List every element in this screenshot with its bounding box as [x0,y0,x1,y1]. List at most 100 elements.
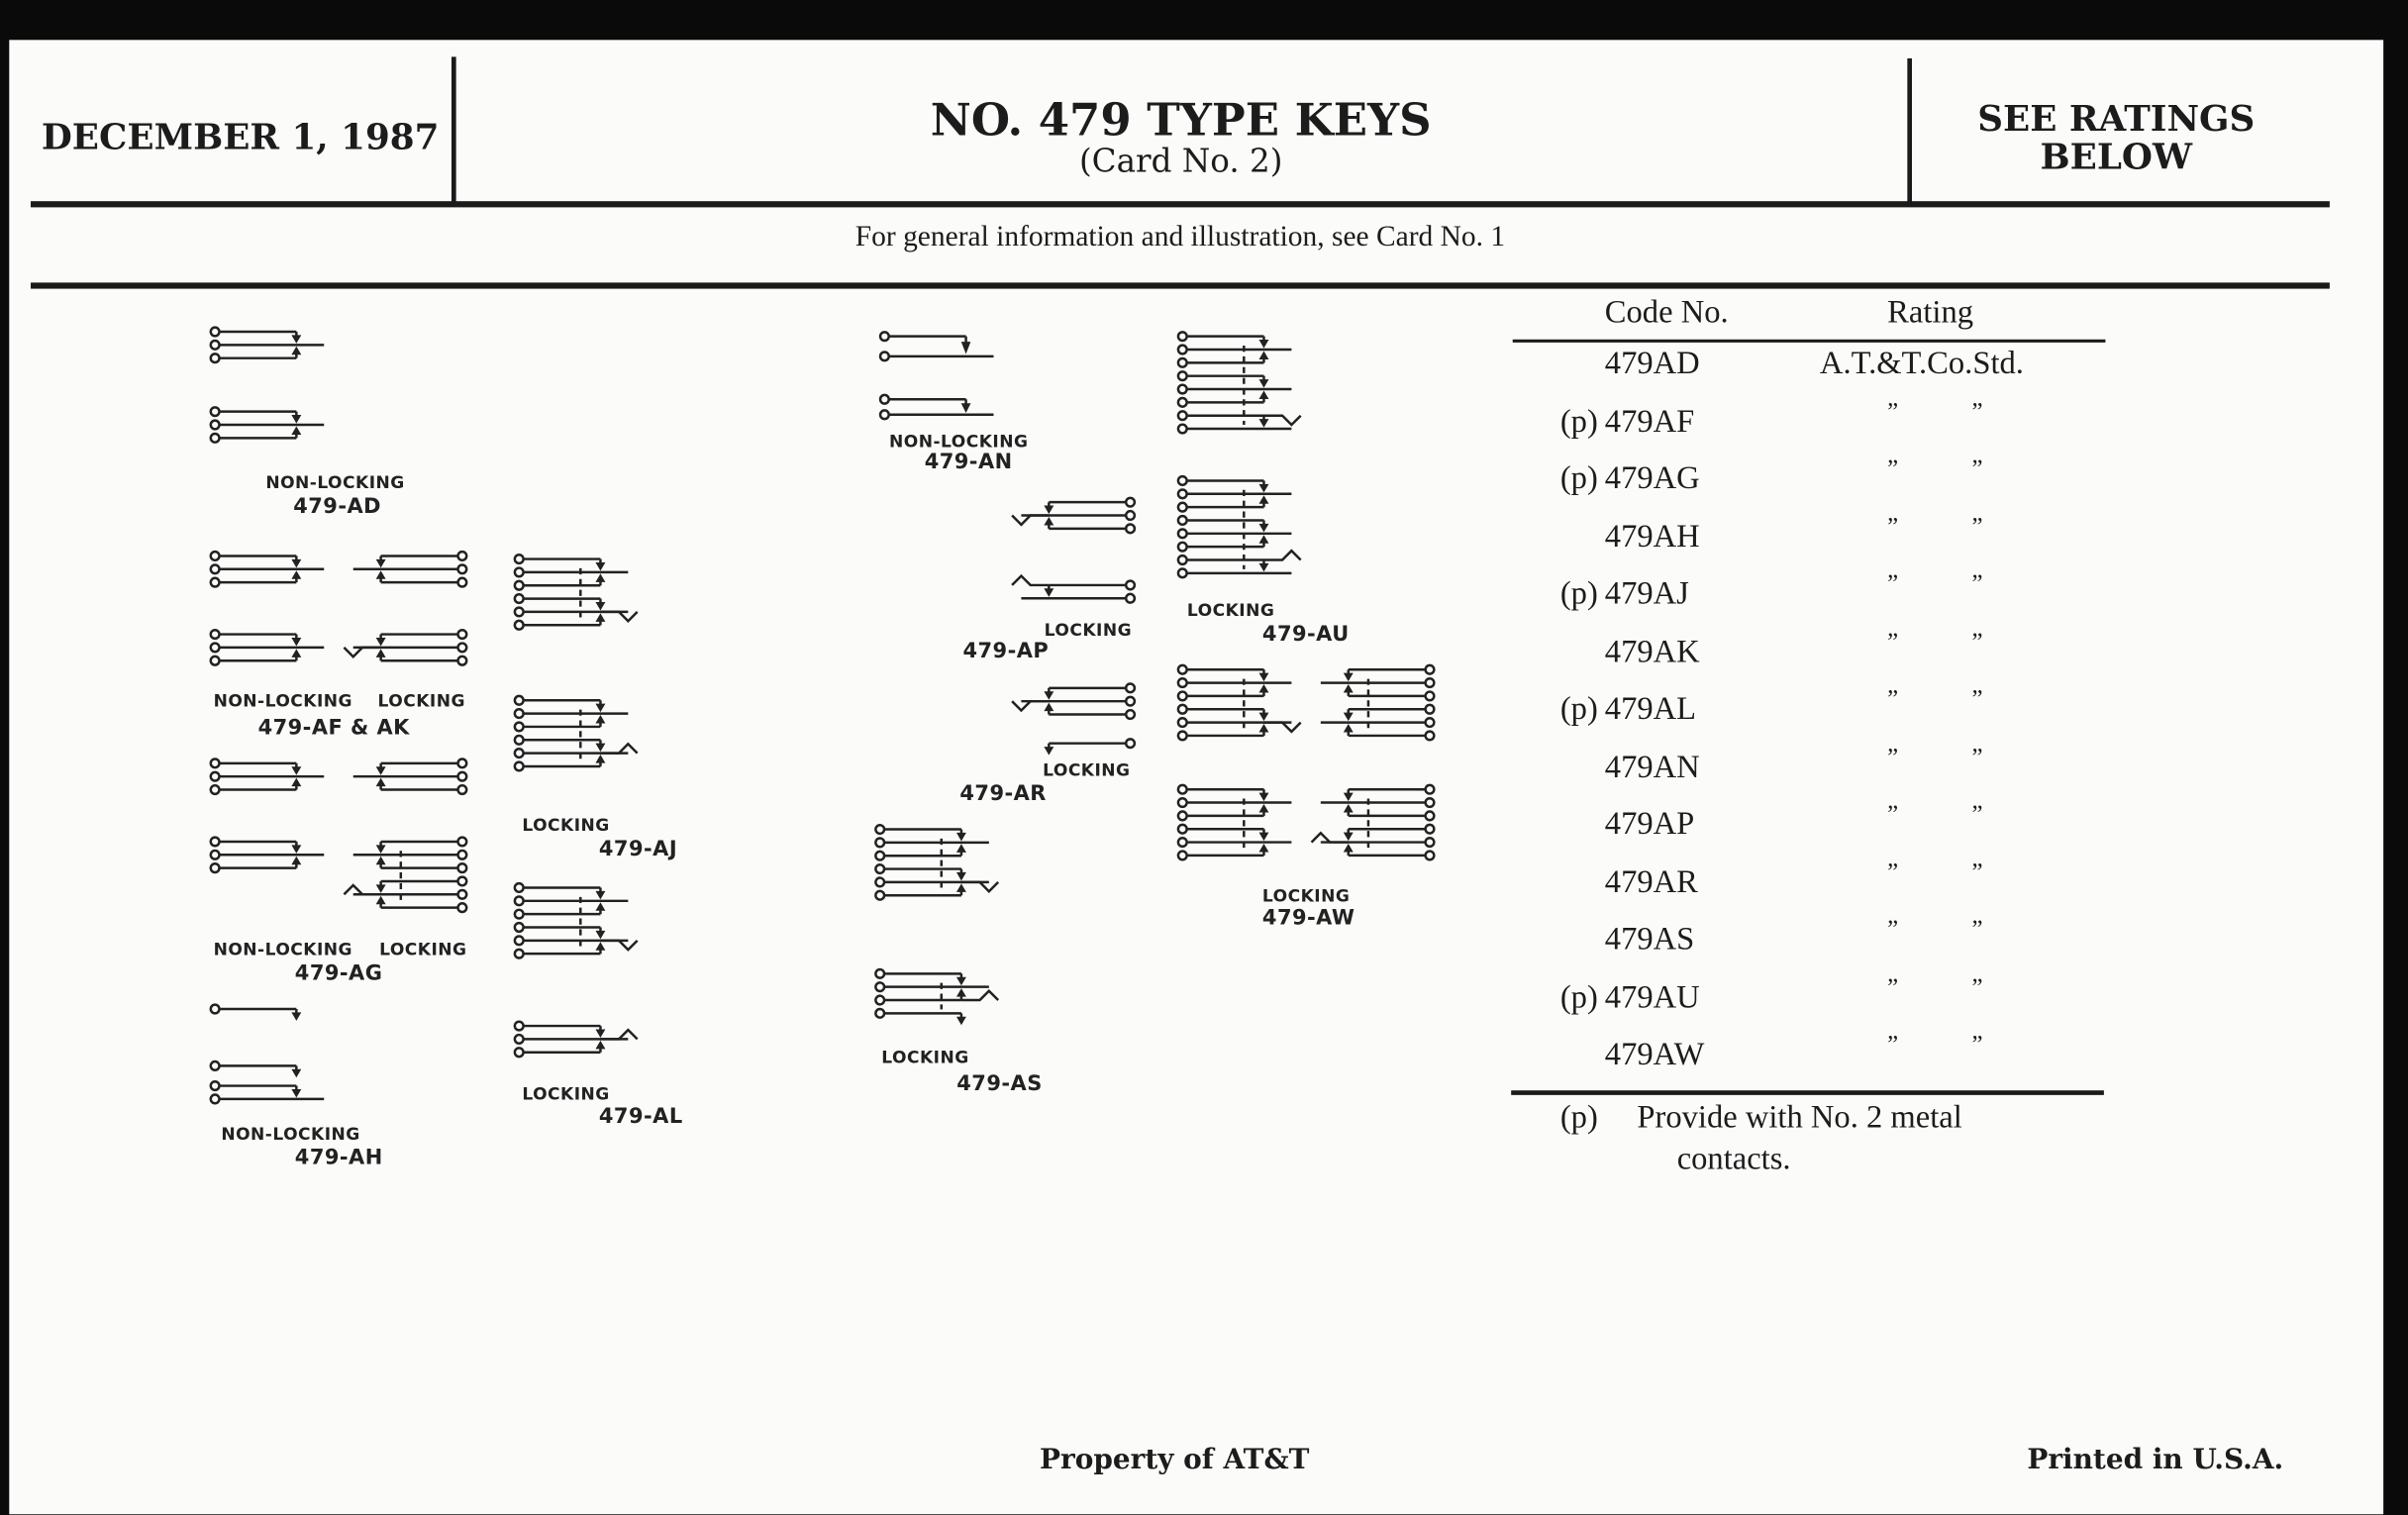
ditto-mark: ” [1887,398,1899,425]
contact-arrow-icon [955,976,966,986]
ag-type-right: LOCKING [379,940,467,960]
header-rule [31,201,2330,208]
code-cell: 479AL [1604,689,1697,727]
terminal-icon [209,1003,221,1015]
terminal-icon [209,550,221,562]
terminal-icon [209,770,221,782]
terminal-icon [456,875,468,887]
terminal-icon [1176,383,1188,395]
code-cell: 479AH [1604,516,1700,555]
terminal-icon [1176,703,1188,715]
contact-arrow-icon [1343,712,1354,722]
contact-arrow-icon [1258,684,1269,693]
contact-arrow-icon [595,715,606,724]
terminal-icon [513,908,525,920]
ar-code: 479-AR [959,781,1047,807]
locking-cam-icon [960,880,1000,893]
contact-arrow-icon [955,832,966,842]
ratings-note: SEE RATINGS BELOW [1912,100,2321,177]
column-header-code: Code No. [1604,293,1729,331]
contact-arrow-icon [1258,844,1269,853]
contact-arrow-icon [291,1088,302,1098]
ad-type: NON-LOCKING [265,472,405,493]
contact-arrow-icon [1258,390,1269,399]
terminal-icon [456,849,468,860]
contact-arrow-icon [1258,712,1269,722]
al-type: LOCKING [522,1084,610,1105]
note-text-2: contacts. [1676,1139,1791,1177]
contact-arrow-icon [595,942,606,951]
spring-group [209,406,325,444]
info-rule [31,282,2330,289]
terminal-icon [874,981,886,993]
contact-arrow-icon [291,558,302,568]
contact-arrow-icon [1258,535,1269,544]
af-type-left: NON-LOCKING [213,690,353,712]
spring-group [513,694,639,772]
contact-arrow-icon [291,1068,302,1078]
ditto-mark: ” [1971,744,1983,770]
terminal-icon [513,881,525,894]
spring-group [209,758,325,796]
terminal-icon [1176,474,1188,487]
contact-arrow-icon [960,342,971,354]
ditto-mark: ” [1887,744,1899,770]
terminal-icon [1176,331,1188,343]
code-cell: 479AR [1604,861,1698,900]
spring-group [513,881,639,960]
contact-arrow-icon [1044,516,1054,526]
terminal-icon [1176,396,1188,408]
ditto-mark: ” [1887,455,1899,483]
contact-arrow-icon [1343,792,1354,802]
al-code: 479-AL [598,1104,683,1129]
terminal-icon [209,576,221,588]
terminal-icon [456,563,468,575]
terminal-icon [456,770,468,782]
terminal-icon [1176,823,1188,835]
header-divider-right [1907,57,1912,205]
terminal-icon [1424,690,1436,702]
terminal-icon [1424,850,1436,861]
ad-code: 479-AD [293,494,382,520]
af-code: 479-AF & AK [257,715,410,741]
terminal-icon [1424,836,1436,849]
terminal-icon [456,862,468,874]
terminal-icon [1176,567,1188,579]
contact-arrow-icon [595,573,606,582]
terminal-icon [1176,717,1188,729]
terminal-icon [878,351,890,362]
ditto-mark: ” [1887,974,1899,1001]
ratings-line-1: SEE RATINGS [1977,98,2256,141]
header-divider-left [451,56,456,205]
contact-arrow-icon [375,637,386,647]
contact-arrow-icon [1258,340,1269,349]
contact-arrow-icon [595,902,606,911]
as-code: 479-AS [956,1071,1043,1097]
aj-type: LOCKING [522,815,610,836]
terminal-icon [1176,501,1188,513]
terminal-icon [1424,703,1436,715]
footer-property: Property of AT&T [1040,1443,1310,1476]
contact-arrow-icon [375,884,386,893]
spring-group [209,326,325,364]
terminal-icon [209,849,221,860]
terminal-icon [1176,370,1188,382]
aw-type: LOCKING [1261,885,1351,907]
contact-arrow-icon [955,871,966,881]
terminal-icon [456,902,468,914]
code-prefix: (p) [1559,401,1598,439]
terminal-icon [513,553,525,565]
contact-arrow-icon [291,766,302,775]
code-prefix: (p) [1559,574,1598,612]
contact-arrow-icon [375,766,386,775]
terminal-icon [1176,488,1188,500]
terminal-icon [1124,592,1137,604]
terminal-icon [456,655,468,666]
terminal-icon [878,331,890,343]
contact-arrow-icon [375,777,386,787]
contact-arrow-icon [955,988,966,997]
spring-group [1320,663,1436,742]
locking-cam-icon [1011,514,1050,527]
spring-group [352,550,468,588]
contact-arrow-icon [595,601,606,611]
